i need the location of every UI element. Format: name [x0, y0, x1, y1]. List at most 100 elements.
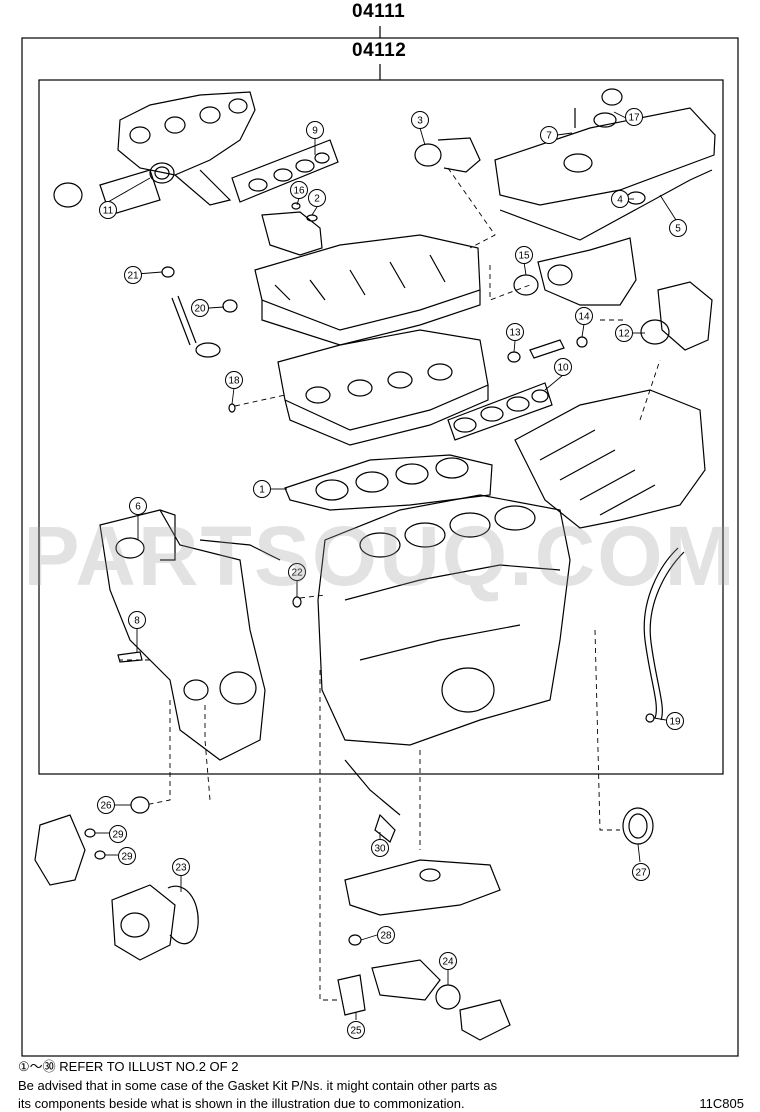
callout-15: 15 [515, 246, 533, 264]
callout-22: 22 [288, 563, 306, 581]
callout-circle [308, 189, 326, 207]
callout-circle [625, 108, 643, 126]
callout-18: 18 [225, 371, 243, 389]
callout-circle [515, 246, 533, 264]
callout-number: 18 [228, 376, 240, 387]
dashed-leaders [120, 167, 661, 1001]
callout-26: 26 [97, 796, 115, 814]
callout-17: 17 [625, 108, 643, 126]
callout-circle [632, 863, 650, 881]
callout-number: 1 [259, 485, 265, 496]
callout-circle [191, 299, 209, 317]
callout-6: 6 [129, 497, 147, 515]
callout-circle [288, 563, 306, 581]
callout-10: 10 [554, 358, 572, 376]
callout-3: 3 [411, 111, 429, 129]
callout-number: 8 [134, 616, 140, 627]
exhaust-manifold-gasket-drawing [231, 139, 339, 203]
callout-number: 11 [103, 206, 114, 217]
throttle-body-drawing [513, 237, 713, 351]
callout-12: 12 [615, 324, 633, 342]
callout-28: 28 [377, 926, 395, 944]
kit-label-outer: 04111 [352, 1, 406, 22]
intake-manifold-gasket-drawing [447, 382, 553, 441]
callout-number: 26 [100, 801, 112, 812]
callout-leaders [95, 111, 677, 1020]
callout-circle [97, 796, 115, 814]
o-ring-22-drawing [292, 596, 302, 608]
callout-circle [611, 190, 629, 208]
callout-group: 1234567891011121314151617181920212223242… [97, 108, 687, 1039]
camshaft-housing-drawing [254, 234, 481, 346]
callout-number: 16 [293, 186, 305, 197]
callout-30: 30 [371, 839, 389, 857]
callout-circle [129, 497, 147, 515]
callout-number: 30 [374, 844, 386, 855]
callout-21: 21 [124, 266, 142, 284]
kit-label-inner: 04112 [352, 40, 407, 61]
callout-circle [128, 611, 146, 629]
callout-14: 14 [575, 307, 593, 325]
callout-number: 23 [175, 863, 187, 874]
callout-circle [253, 480, 271, 498]
water-inlet-drawing [337, 959, 511, 1041]
callout-7: 7 [540, 126, 558, 144]
callout-20: 20 [191, 299, 209, 317]
callout-circle [575, 307, 593, 325]
note-disclaimer-line1: Be advised that in some case of the Gask… [18, 1078, 498, 1093]
small-seal-parts-drawing [507, 336, 588, 363]
callout-29a: 29 [109, 825, 127, 843]
callout-number: 19 [669, 717, 681, 728]
callout-circle [225, 371, 243, 389]
callout-number: 9 [312, 126, 318, 137]
callout-number: 15 [518, 251, 530, 262]
callout-number: 12 [618, 329, 630, 340]
water-pump-drawing [34, 796, 199, 961]
callout-number: 7 [546, 131, 552, 142]
exhaust-manifold-drawing [53, 91, 256, 216]
exhaust-pipe-gasket-drawing [149, 162, 175, 184]
callout-number: 24 [442, 957, 454, 968]
callout-24: 24 [439, 952, 457, 970]
callout-circle [666, 712, 684, 730]
cylinder-head-drawing [277, 329, 489, 446]
figure-code: 11C805 [699, 1096, 744, 1111]
vvt-sensor-parts-drawing [261, 202, 323, 256]
engine-block-drawing [317, 494, 571, 746]
callout-circle [99, 201, 117, 219]
cylinder-head-gasket-drawing [284, 454, 493, 511]
callout-number: 2 [314, 194, 320, 205]
callout-number: 14 [578, 312, 590, 323]
callout-number: 29 [112, 830, 124, 841]
callout-circle [172, 858, 190, 876]
callout-number: 29 [121, 852, 133, 863]
callout-8: 8 [128, 611, 146, 629]
callout-29b: 29 [118, 847, 136, 865]
callout-circle [290, 181, 308, 199]
callout-number: 27 [635, 868, 647, 879]
callout-number: 22 [291, 568, 303, 579]
callout-number: 17 [628, 113, 640, 124]
callout-number: 28 [380, 931, 392, 942]
callout-circle [306, 121, 324, 139]
callout-number: 3 [417, 116, 423, 127]
callout-circle [439, 952, 457, 970]
dipstick-guide-drawing [643, 547, 685, 723]
callout-13: 13 [506, 323, 524, 341]
callout-2: 2 [308, 189, 326, 207]
callout-number: 13 [509, 328, 521, 339]
callout-number: 21 [127, 271, 139, 282]
callout-5: 5 [669, 219, 687, 237]
callout-1: 1 [253, 480, 271, 498]
callout-number: 25 [350, 1026, 362, 1037]
rear-oil-seal-drawing [622, 807, 654, 845]
callout-circle [118, 847, 136, 865]
callout-circle [124, 266, 142, 284]
note-disclaimer-line2: its components beside what is shown in t… [18, 1096, 465, 1111]
callout-circle [615, 324, 633, 342]
oil-pan-drawing [344, 759, 501, 946]
callout-23: 23 [172, 858, 190, 876]
callout-circle [377, 926, 395, 944]
callout-number: 4 [617, 195, 623, 206]
